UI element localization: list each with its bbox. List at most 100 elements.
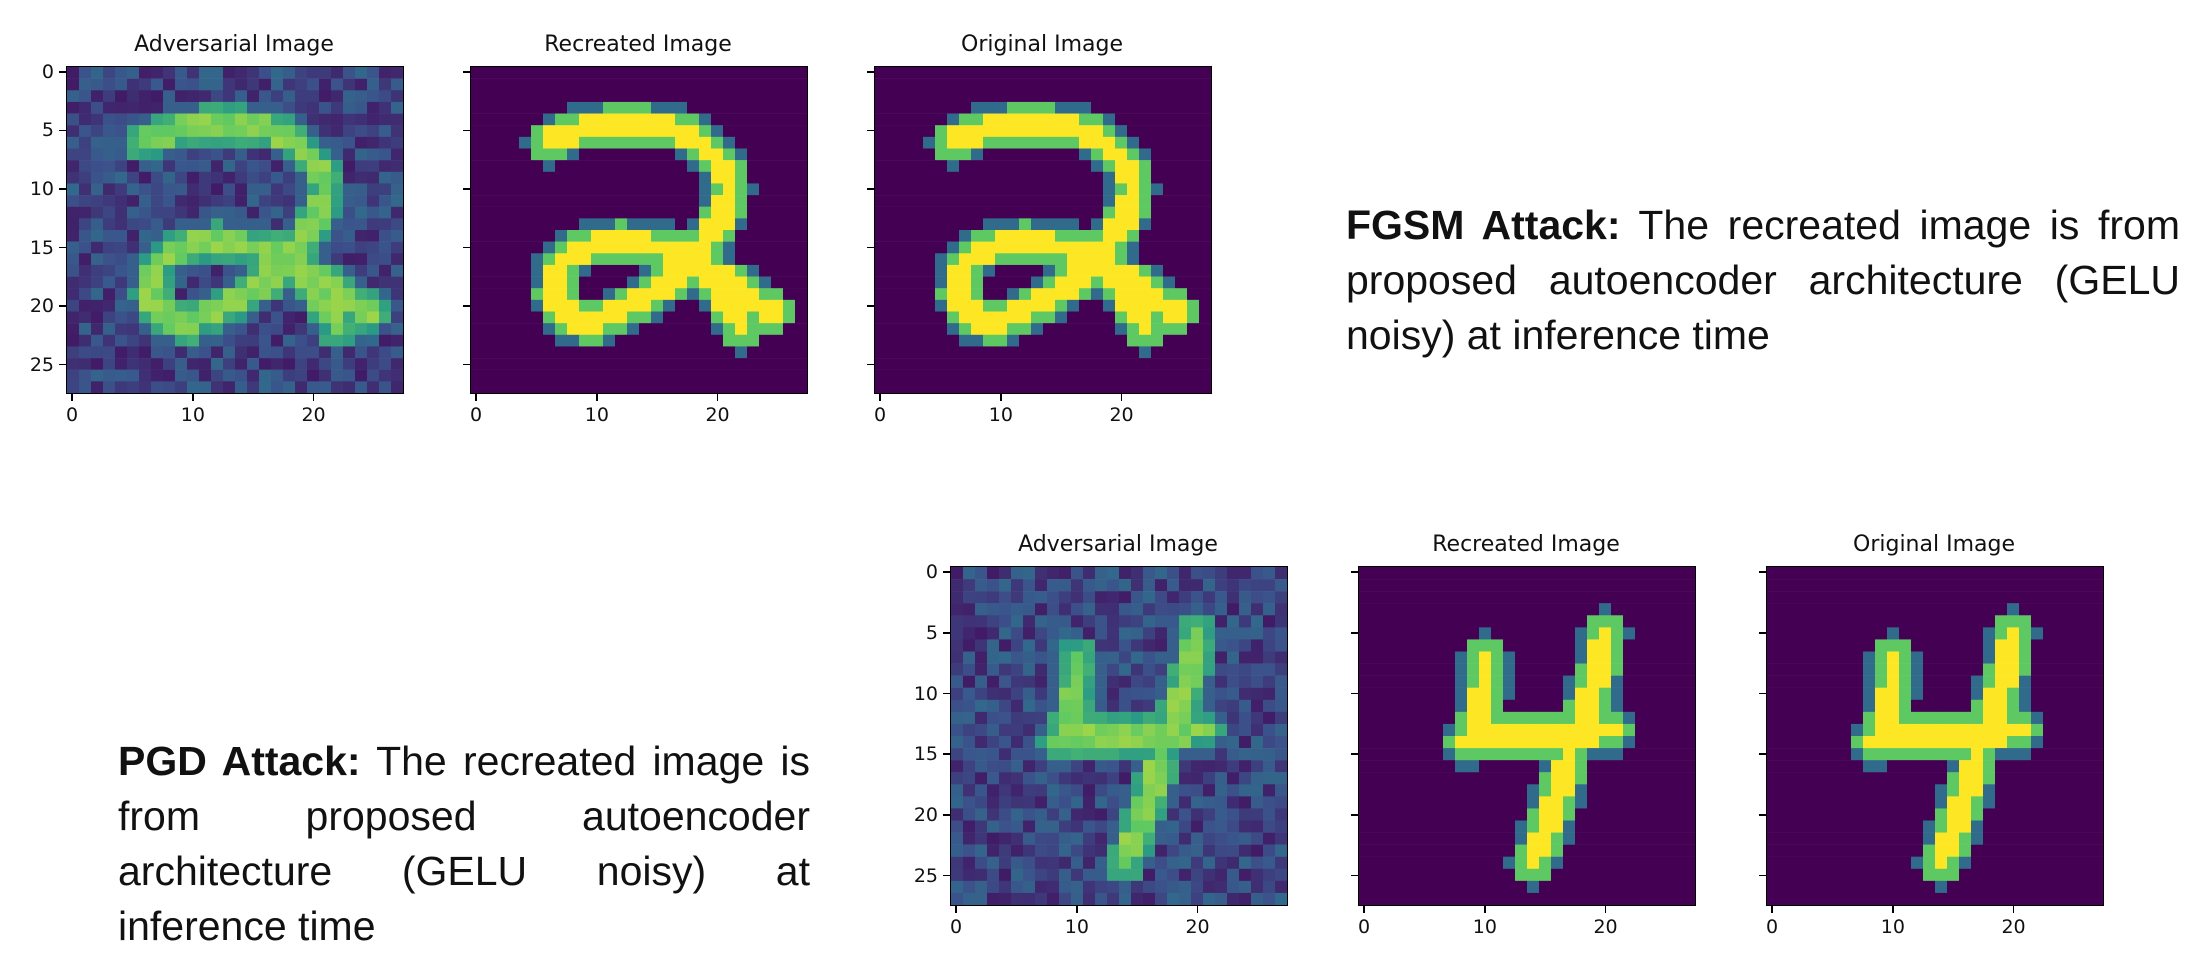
heatmap-cell xyxy=(1175,195,1188,207)
heatmap-cell xyxy=(555,125,568,138)
heatmap-cell xyxy=(1767,567,1780,580)
heatmap-cell xyxy=(103,369,116,382)
heatmap-cell xyxy=(651,230,664,242)
heatmap-cell xyxy=(1011,687,1024,701)
heatmap-cell xyxy=(2019,772,2032,785)
heatmap-cell xyxy=(795,241,807,254)
heatmap-cell xyxy=(211,311,224,324)
x-tick-mark xyxy=(312,394,315,401)
heatmap-cell xyxy=(1623,615,1636,628)
heatmap-cell xyxy=(151,299,164,312)
heatmap-cell xyxy=(1899,892,1912,905)
heatmap-cell xyxy=(1815,567,1828,580)
heatmap-cell xyxy=(483,113,496,126)
heatmap-cell xyxy=(1175,101,1188,114)
heatmap-cell xyxy=(1539,796,1552,809)
heatmap-cell xyxy=(67,311,80,324)
heatmap-cell xyxy=(747,195,760,207)
heatmap-cell xyxy=(1187,78,1200,91)
heatmap-cell xyxy=(1455,880,1468,894)
heatmap-cell xyxy=(1155,675,1168,688)
heatmap-cell xyxy=(1275,675,1287,688)
heatmap-cell xyxy=(1067,323,1080,336)
heatmap-cell xyxy=(1067,90,1080,103)
heatmap-cell xyxy=(959,346,972,359)
heatmap-cell xyxy=(1851,868,1864,882)
heatmap-cell xyxy=(771,136,784,149)
heatmap-cell xyxy=(2031,736,2044,749)
heatmap-cell xyxy=(747,253,760,266)
heatmap-cell xyxy=(1071,723,1084,737)
heatmap-cell xyxy=(1491,844,1504,857)
heatmap-cell xyxy=(1947,627,1960,640)
heatmap-cell xyxy=(2055,892,2068,905)
heatmap-cell xyxy=(875,160,888,173)
heatmap-cell xyxy=(1839,639,1852,652)
heatmap-cell xyxy=(1119,772,1132,785)
heatmap-cell xyxy=(1803,615,1816,628)
heatmap-cell xyxy=(651,90,664,103)
heatmap-cell xyxy=(2043,723,2056,737)
heatmap-cell xyxy=(1139,253,1152,266)
heatmap-cell xyxy=(1779,856,1792,870)
heatmap-cell xyxy=(247,148,260,161)
heatmap-cell xyxy=(1923,796,1936,809)
heatmap-cell xyxy=(699,101,712,114)
heatmap-cell xyxy=(1995,639,2008,652)
heatmap-cell xyxy=(1019,218,1032,231)
heatmap-cell xyxy=(2019,603,2032,616)
heatmap-cell xyxy=(1031,264,1044,277)
heatmap-cell xyxy=(603,78,616,91)
heatmap-cell xyxy=(1455,808,1468,821)
heatmap-cell xyxy=(1791,675,1804,688)
x-tick-mark xyxy=(1771,906,1773,913)
heatmap-cell xyxy=(1599,663,1612,676)
heatmap-cell xyxy=(1155,868,1168,882)
heatmap-cell xyxy=(1959,699,1972,713)
heatmap-cell xyxy=(2067,820,2080,833)
heatmap-cell xyxy=(1983,567,1996,580)
heatmap-cell xyxy=(1107,567,1120,580)
heatmap-cell xyxy=(1127,218,1140,231)
heatmap-cell xyxy=(1371,844,1384,857)
heatmap-cell xyxy=(723,218,736,231)
heatmap-cell xyxy=(771,241,784,254)
heatmap-cell xyxy=(1791,844,1804,857)
heatmap-cell xyxy=(307,78,320,91)
heatmap-cell xyxy=(723,230,736,242)
heatmap-cell xyxy=(1035,699,1048,713)
heatmap-cell xyxy=(507,299,520,312)
heatmap-cell xyxy=(471,136,484,149)
heatmap-cell xyxy=(1863,856,1876,870)
heatmap-cell xyxy=(687,311,700,324)
heatmap-cell xyxy=(1623,820,1636,833)
heatmap-cell xyxy=(531,311,544,324)
heatmap-cell xyxy=(567,334,580,347)
heatmap-cell xyxy=(1199,148,1211,161)
heatmap-cell xyxy=(1479,591,1492,604)
heatmap-cell xyxy=(1647,856,1660,870)
heatmap-cell xyxy=(1659,880,1672,894)
heatmap-cell xyxy=(1095,844,1108,857)
heatmap-cell xyxy=(947,160,960,173)
heatmap-cell xyxy=(1527,760,1540,773)
heatmap-cell xyxy=(1119,796,1132,809)
heatmap-cell xyxy=(1671,663,1684,676)
heatmap-cell xyxy=(1671,856,1684,870)
heatmap-cell xyxy=(1779,748,1792,761)
heatmap-cell xyxy=(687,67,700,79)
heatmap-cell xyxy=(1539,820,1552,833)
heatmap-cell xyxy=(555,230,568,242)
heatmap-cell xyxy=(1263,591,1276,604)
heatmap-cell xyxy=(1191,808,1204,821)
heatmap-cell xyxy=(1887,723,1900,737)
heatmap-cell xyxy=(1419,736,1432,749)
heatmap-cell xyxy=(699,334,712,347)
heatmap-cell xyxy=(995,253,1008,266)
heatmap-cell xyxy=(1983,699,1996,713)
heatmap-cell xyxy=(1815,880,1828,894)
heatmap-cell xyxy=(1431,567,1444,580)
heatmap-cell xyxy=(1083,796,1096,809)
heatmap-cell xyxy=(1467,772,1480,785)
heatmap-cell xyxy=(699,241,712,254)
